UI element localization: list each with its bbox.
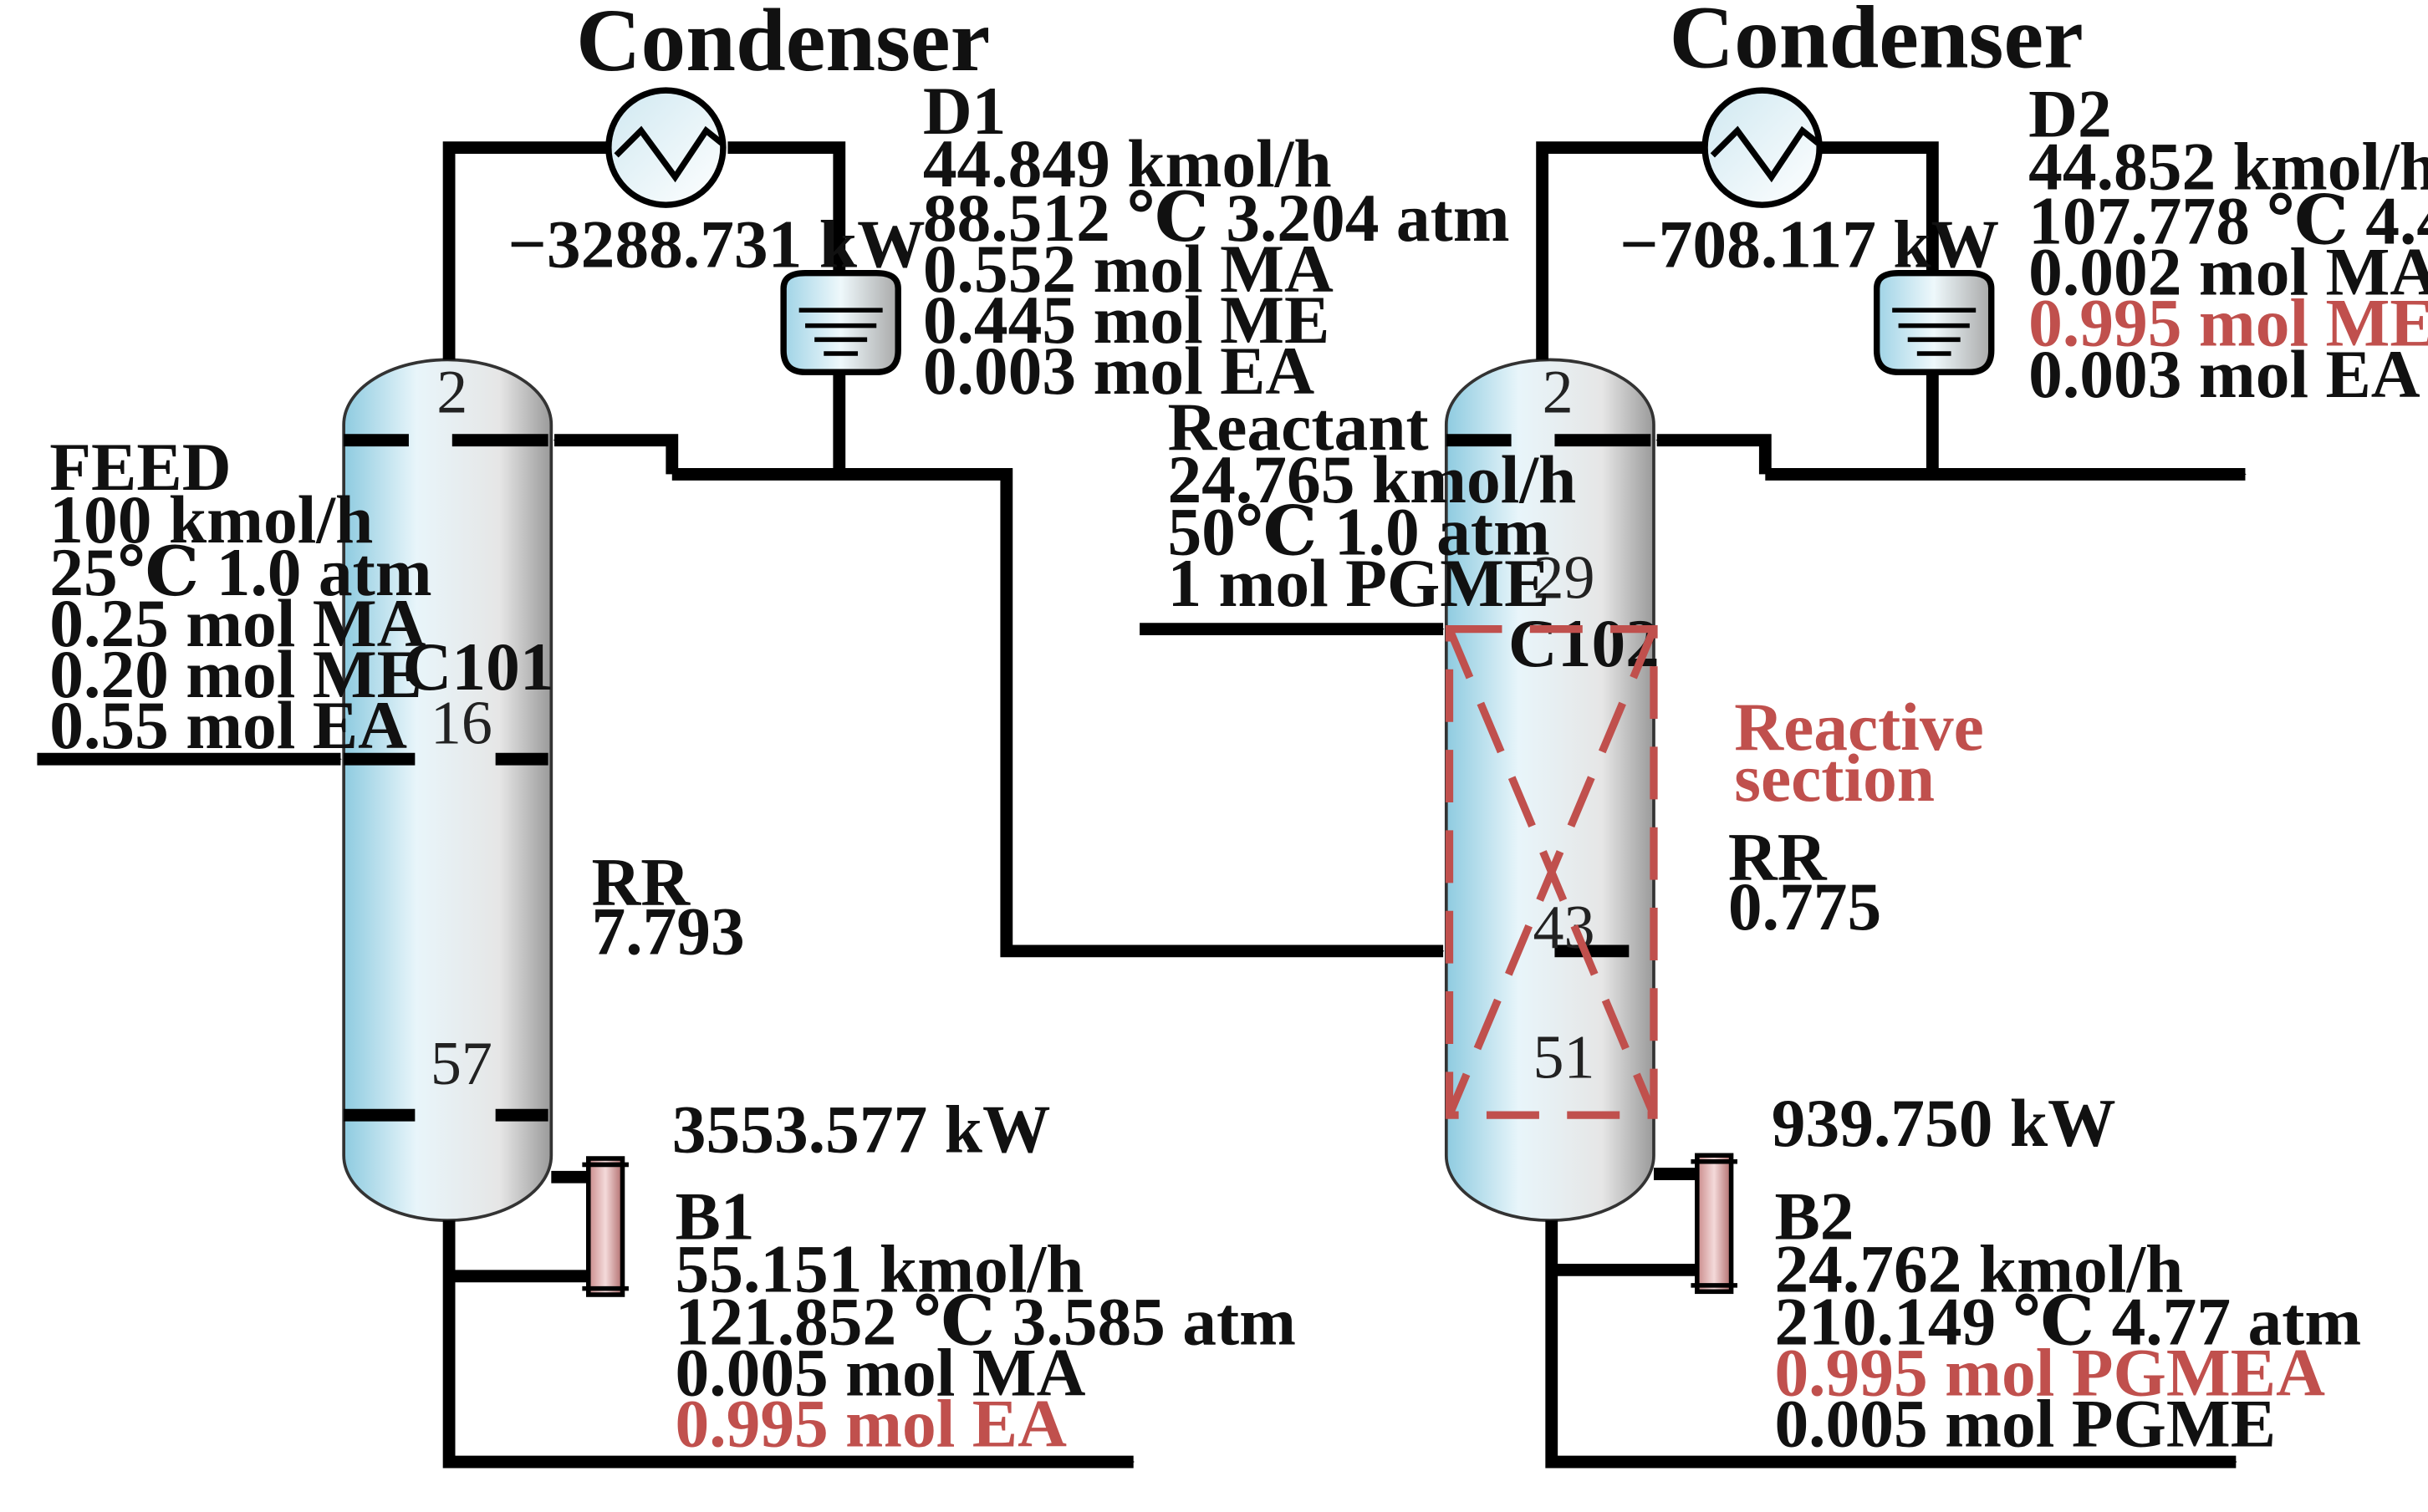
svg-text:0.995 mol ME: 0.995 mol ME bbox=[2028, 285, 2428, 361]
rr-label-1: RR bbox=[591, 843, 691, 919]
svg-text:D1: D1 bbox=[923, 73, 1007, 149]
stage-label-feed: 16 bbox=[431, 690, 492, 758]
c102-overhead: Condenser −708.117 kW bbox=[1536, 0, 2247, 481]
svg-text:0.995 mol EA: 0.995 mol EA bbox=[675, 1386, 1067, 1462]
svg-text:100 kmol/h: 100 kmol/h bbox=[49, 481, 373, 557]
svg-text:25℃ 1.0 atm: 25℃ 1.0 atm bbox=[49, 534, 431, 610]
column-c102: 2 29 43 51 C102 bbox=[1444, 358, 1660, 1222]
stage-label-top-c102: 2 bbox=[1543, 358, 1574, 426]
column-name-c101: C101 bbox=[403, 629, 554, 705]
svg-text:0.995 mol PGMEA: 0.995 mol PGMEA bbox=[1774, 1334, 2325, 1410]
condenser-icon bbox=[605, 87, 727, 208]
condenser-title-1: Condenser bbox=[576, 0, 990, 90]
stage-label-top: 2 bbox=[436, 358, 467, 426]
reflux-drum-icon bbox=[1873, 269, 1995, 375]
svg-text:24.762 kmol/h: 24.762 kmol/h bbox=[1774, 1230, 2183, 1306]
reboiler-icon bbox=[582, 1156, 629, 1297]
rr-value-2: 0.775 bbox=[1728, 868, 1881, 944]
c102-bottoms: 939.750 kW bbox=[1545, 1085, 2237, 1469]
svg-text:0.20 mol ME: 0.20 mol ME bbox=[49, 636, 422, 712]
svg-text:88.512 ℃ 3.204 atm: 88.512 ℃ 3.204 atm bbox=[923, 180, 1510, 256]
svg-text:B1: B1 bbox=[675, 1178, 754, 1254]
svg-text:D2: D2 bbox=[2028, 76, 2112, 152]
condenser-title-2: Condenser bbox=[1670, 0, 2084, 87]
reactive-section-label-2: section bbox=[1734, 740, 1935, 816]
svg-text:0.552 mol MA: 0.552 mol MA bbox=[923, 231, 1334, 307]
svg-text:44.852 kmol/h: 44.852 kmol/h bbox=[2028, 129, 2428, 205]
stage-label-bottom: 57 bbox=[431, 1030, 492, 1098]
stream-b2: B2 24.762 kmol/h 210.149 ℃ 4.77 atm 0.99… bbox=[1774, 1178, 2361, 1461]
reboiler-duty-2: 939.750 kW bbox=[1772, 1085, 2116, 1161]
reactive-section-label-1: Reactive bbox=[1734, 689, 1984, 765]
reboiler-icon bbox=[1691, 1153, 1737, 1295]
svg-text:24.765 kmol/h: 24.765 kmol/h bbox=[1167, 441, 1576, 517]
c101-bottoms: 3553.577 kW bbox=[442, 1092, 1135, 1469]
svg-text:B2: B2 bbox=[1774, 1178, 1854, 1254]
column-c101: 2 16 57 C101 bbox=[342, 358, 554, 1222]
stream-reactant: Reactant 24.765 kmol/h 50℃ 1.0 atm 1 mol… bbox=[1140, 389, 1576, 636]
svg-text:121.852 ℃ 3.585 atm: 121.852 ℃ 3.585 atm bbox=[675, 1283, 1296, 1359]
reboiler-duty-1: 3553.577 kW bbox=[672, 1092, 1051, 1168]
svg-text:55.151 kmol/h: 55.151 kmol/h bbox=[675, 1230, 1084, 1306]
svg-text:Reactant: Reactant bbox=[1167, 389, 1428, 465]
c101-overhead: Condenser −3288.731 kW bbox=[442, 0, 1445, 958]
svg-text:210.149 ℃ 4.77 atm: 210.149 ℃ 4.77 atm bbox=[1774, 1283, 2361, 1359]
svg-text:0.005 mol MA: 0.005 mol MA bbox=[675, 1334, 1085, 1410]
stage-label-reactive-end: 51 bbox=[1533, 1024, 1595, 1092]
stage-label-reactant: 29 bbox=[1533, 544, 1595, 613]
svg-text:0.55 mol EA: 0.55 mol EA bbox=[49, 687, 407, 763]
svg-text:107.778 ℃ 4.434 atm: 107.778 ℃ 4.434 atm bbox=[2028, 182, 2428, 258]
reactive-section-outline bbox=[1445, 625, 1658, 1119]
stream-feed: FEED 100 kmol/h 25℃ 1.0 atm 0.25 mol MA … bbox=[37, 429, 432, 766]
svg-text:1 mol PGME: 1 mol PGME bbox=[1167, 545, 1549, 621]
svg-text:44.849 kmol/h: 44.849 kmol/h bbox=[923, 125, 1332, 201]
svg-text:0.25 mol MA: 0.25 mol MA bbox=[49, 585, 426, 661]
reflux-drum-icon bbox=[780, 269, 901, 375]
svg-text:0.003 mol EA: 0.003 mol EA bbox=[2028, 336, 2420, 412]
svg-text:0.445 mol ME: 0.445 mol ME bbox=[923, 282, 1330, 358]
stream-d2: D2 44.852 kmol/h 107.778 ℃ 4.434 atm 0.0… bbox=[2028, 76, 2428, 412]
svg-text:50℃ 1.0 atm: 50℃ 1.0 atm bbox=[1167, 494, 1549, 570]
svg-text:0.002 mol MA: 0.002 mol MA bbox=[2028, 234, 2428, 310]
condenser-duty-2: −708.117 kW bbox=[1620, 206, 1999, 282]
condenser-duty-1: −3288.731 kW bbox=[508, 206, 925, 282]
svg-text:0.003 mol EA: 0.003 mol EA bbox=[923, 333, 1315, 409]
stream-b1: B1 55.151 kmol/h 121.852 ℃ 3.585 atm 0.0… bbox=[675, 1178, 1296, 1461]
condenser-icon bbox=[1701, 87, 1823, 208]
svg-text:FEED: FEED bbox=[49, 429, 231, 505]
rr-value-1: 7.793 bbox=[591, 893, 744, 970]
stream-d1: D1 44.849 kmol/h 88.512 ℃ 3.204 atm 0.55… bbox=[923, 73, 1510, 409]
svg-text:0.005 mol PGME: 0.005 mol PGME bbox=[1774, 1386, 2276, 1462]
rr-label-2: RR bbox=[1728, 819, 1828, 895]
